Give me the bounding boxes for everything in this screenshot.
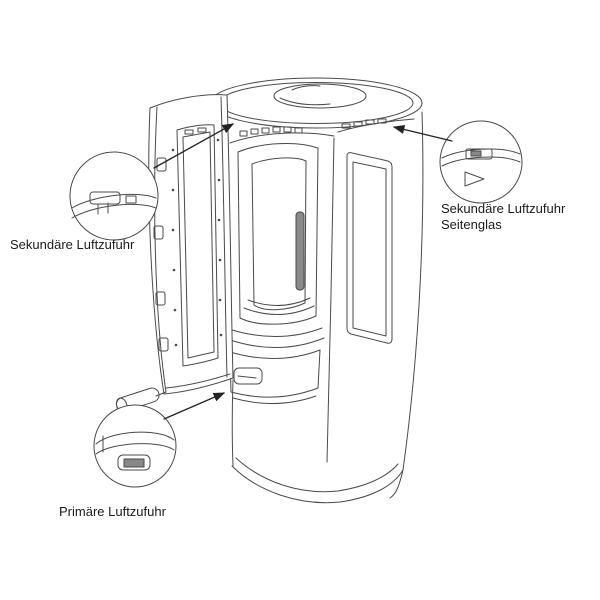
stove-door-open (115, 94, 234, 413)
callout-circle-primary (93, 404, 177, 488)
door-hinges (153, 157, 169, 352)
door-latch-slot (295, 211, 305, 291)
label-secondary-air-side-glass-line1: Sekundäre Luftzufuhr (441, 201, 566, 216)
arrow-primary-air (163, 392, 226, 420)
label-secondary-air-door: Sekundäre Luftzufuhr (10, 237, 135, 252)
arrow-secondary-door (153, 123, 235, 169)
ash-drawer (229, 349, 321, 404)
primary-air-inlet (233, 367, 263, 385)
callout-secondary-air-side-glass (439, 120, 523, 204)
callout-primary-air (93, 404, 177, 488)
flue-cover (273, 83, 367, 109)
callout-secondary-air-door (69, 151, 159, 241)
label-primary-air: Primäre Luftzufuhr (59, 504, 166, 519)
front-glass-window (237, 143, 319, 325)
stove-body (208, 77, 424, 504)
callout-arrows (153, 123, 453, 420)
arrow-secondary-side-glass (392, 125, 453, 142)
secondary-air-vents-side (341, 118, 387, 129)
label-secondary-air-side-glass-line2: Seitenglas (441, 217, 502, 232)
label-secondary-air-side-glass: Sekundäre Luftzufuhr Seitenglas (441, 201, 565, 233)
side-glass-window (346, 152, 393, 344)
top-rim-inner (218, 82, 414, 124)
door-glass-frame (176, 124, 219, 367)
callout-circle-side-glass (439, 120, 523, 204)
door-fasteners (171, 138, 223, 347)
airflow-triangle-mark (464, 171, 485, 187)
secondary-air-vents-front (239, 126, 303, 137)
